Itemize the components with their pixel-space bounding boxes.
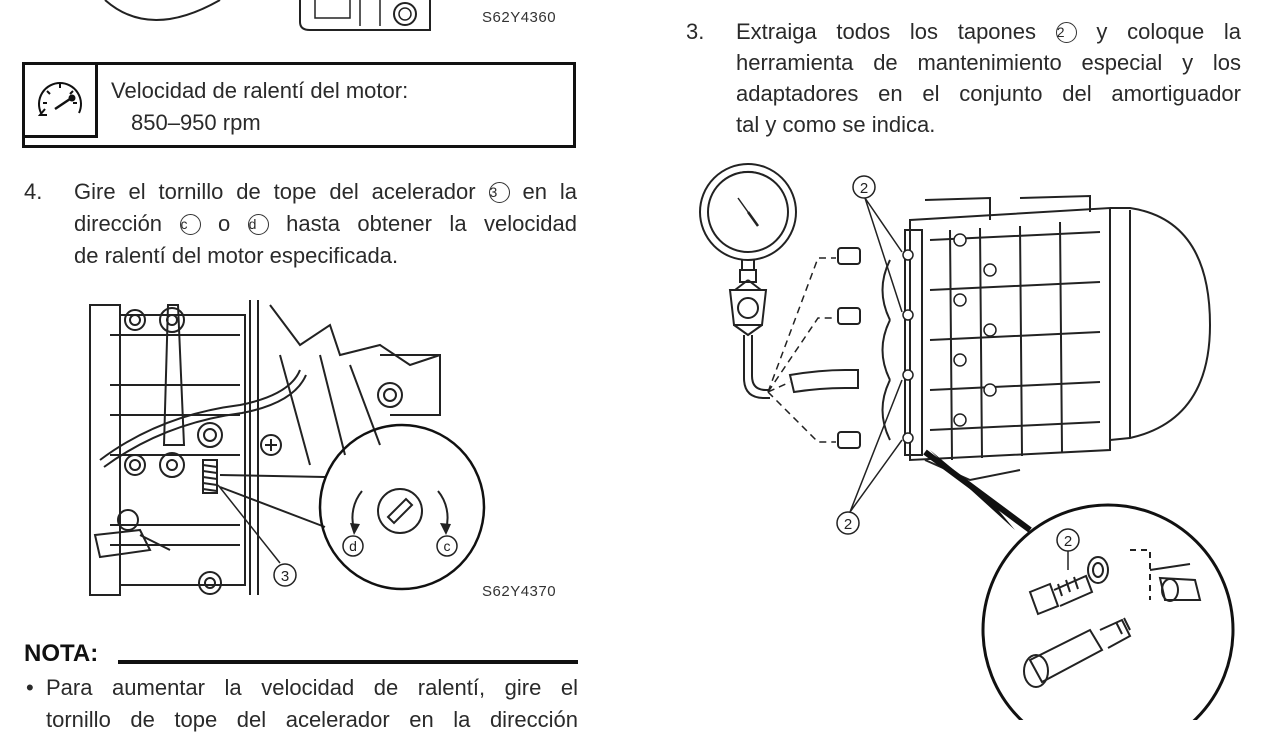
ref-d: d — [247, 214, 269, 235]
nota-rule — [118, 660, 578, 664]
nota-line2: tornillo de tope del acelerador en la di… — [46, 707, 578, 732]
callout-2-zoom: 2 — [1064, 533, 1072, 550]
dir-d-label: d — [349, 538, 357, 554]
step4-line2: dirección c o d hasta obtener la velocid… — [74, 211, 577, 236]
spec-icon-cell — [25, 65, 98, 138]
callout-2-bottom: 2 — [844, 516, 852, 533]
step4-line1: Gire el tornillo de tope del acelerador … — [74, 179, 577, 204]
nota-bullet: • — [26, 675, 34, 700]
figure-code-carb: S62Y4370 — [482, 583, 557, 600]
callout-2-top: 2 — [860, 180, 868, 197]
step3-number: 3. — [686, 19, 705, 44]
ref-3: 3 — [488, 182, 510, 203]
compression-gauge-illustration: 2 2 2 — [699, 163, 1235, 720]
nota-line1: Para aumentar la velocidad de ralentí, g… — [46, 675, 578, 700]
tachometer-icon — [37, 82, 82, 116]
carburetor-illustration: d c 3 — [89, 300, 486, 596]
callout-3: 3 — [281, 568, 289, 585]
step4-line3: de ralentí del motor especificada. — [74, 243, 399, 268]
top-figure-fragment — [104, 0, 431, 31]
spec-text: Velocidad de ralentí del motor: 850–950 … — [111, 75, 408, 139]
step4-number: 4. — [24, 179, 43, 204]
ref-c: c — [179, 214, 201, 235]
step3-line4: tal y como se indica. — [736, 112, 936, 137]
step3-text: Extraiga todos los tapones 2 y coloque l… — [736, 16, 1241, 140]
spec-box: Velocidad de ralentí del motor: 850–950 … — [22, 62, 576, 148]
step3-line3: adaptadores en el conjunto del amortigua… — [736, 81, 1241, 106]
spec-label: Velocidad de ralentí del motor: — [111, 78, 409, 103]
step3-line1: Extraiga todos los tapones 2 y coloque l… — [736, 19, 1241, 44]
nota-title: NOTA: — [24, 640, 99, 667]
nota-text: Para aumentar la velocidad de ralentí, g… — [46, 672, 578, 736]
ref-2: 2 — [1055, 22, 1077, 43]
dir-c-label: c — [444, 538, 451, 554]
step3-line2: herramienta de mantenimiento especial y … — [736, 50, 1241, 75]
spec-value: 850–950 rpm — [131, 110, 261, 135]
step4-text: Gire el tornillo de tope del acelerador … — [74, 176, 577, 272]
figure-code-top: S62Y4360 — [482, 9, 557, 26]
